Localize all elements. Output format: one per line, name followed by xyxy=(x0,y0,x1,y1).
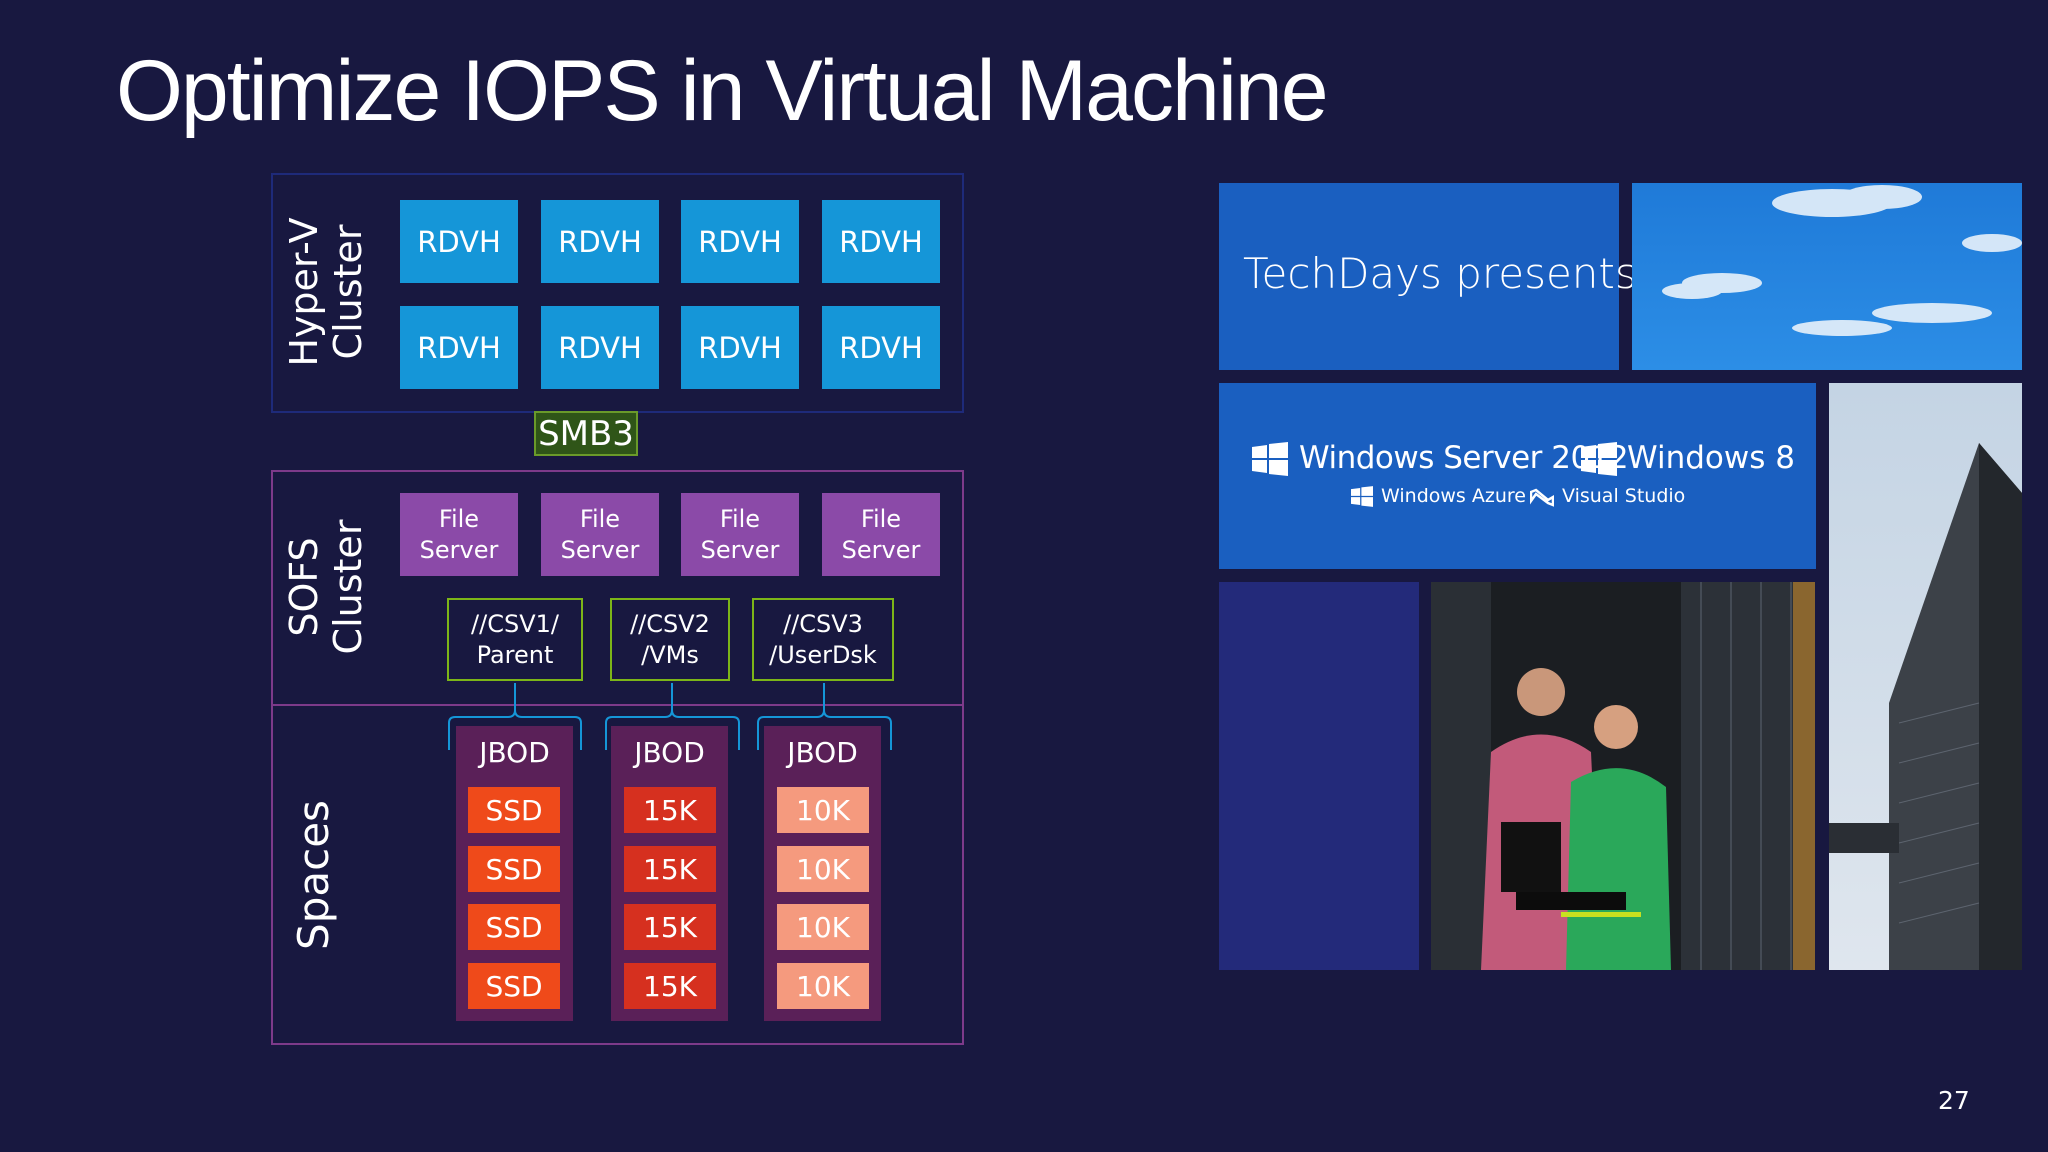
csv-volume: //CSV2/VMs xyxy=(610,598,730,681)
jbod-label: JBOD xyxy=(479,736,550,769)
smb3-label: SMB3 xyxy=(534,411,638,456)
building-photo xyxy=(1829,383,2022,970)
rdvh-node: RDVH xyxy=(822,200,940,283)
disk-15k: 15K xyxy=(624,904,716,950)
windows-logo-icon xyxy=(1252,442,1288,476)
product-windows-8: Windows 8 xyxy=(1627,440,1795,476)
jbod-label: JBOD xyxy=(634,736,705,769)
product-windows-azure: Windows Azure xyxy=(1381,485,1526,507)
disk-ssd: SSD xyxy=(468,846,560,892)
sofs-cluster-panel xyxy=(271,470,964,1045)
csv-volume: //CSV3/UserDsk xyxy=(752,598,894,681)
disk-10k: 10K xyxy=(777,904,869,950)
csv-volume: //CSV1/Parent xyxy=(447,598,583,681)
disk-10k: 10K xyxy=(777,846,869,892)
visual-studio-icon xyxy=(1530,488,1554,507)
disk-10k: 10K xyxy=(777,787,869,833)
product-visual-studio: Visual Studio xyxy=(1562,485,1686,507)
products-tile: Windows Server 2012 Windows 8 Windows Az… xyxy=(1219,383,1816,569)
disk-15k: 15K xyxy=(624,787,716,833)
rdvh-node: RDVH xyxy=(400,200,518,283)
disk-ssd: SSD xyxy=(468,963,560,1009)
rdvh-node: RDVH xyxy=(541,306,659,389)
rdvh-node: RDVH xyxy=(681,200,799,283)
page-number: 27 xyxy=(1938,1086,1970,1115)
windows-azure-icon xyxy=(1351,486,1373,507)
disk-10k: 10K xyxy=(777,963,869,1009)
windows-logo-icon xyxy=(1581,442,1617,476)
techdays-headline: TechDays presents xyxy=(1243,249,1637,298)
disk-ssd: SSD xyxy=(468,904,560,950)
rdvh-node: RDVH xyxy=(822,306,940,389)
slide-title: Optimize IOPS in Virtual Machine xyxy=(116,43,1329,139)
product-windows-server: Windows Server 2012 xyxy=(1299,440,1629,476)
rdvh-node: RDVH xyxy=(681,306,799,389)
rdvh-node: RDVH xyxy=(541,200,659,283)
jbod-label: JBOD xyxy=(787,736,858,769)
techdays-tile: TechDays presents xyxy=(1219,183,1637,370)
disk-15k: 15K xyxy=(624,963,716,1009)
rdvh-node: RDVH xyxy=(400,306,518,389)
sky-image xyxy=(1632,183,2022,370)
disk-15k: 15K xyxy=(624,846,716,892)
datacenter-photo xyxy=(1431,582,1815,970)
disk-ssd: SSD xyxy=(468,787,560,833)
spaces-divider xyxy=(273,704,962,706)
blank-tile xyxy=(1219,582,1419,970)
